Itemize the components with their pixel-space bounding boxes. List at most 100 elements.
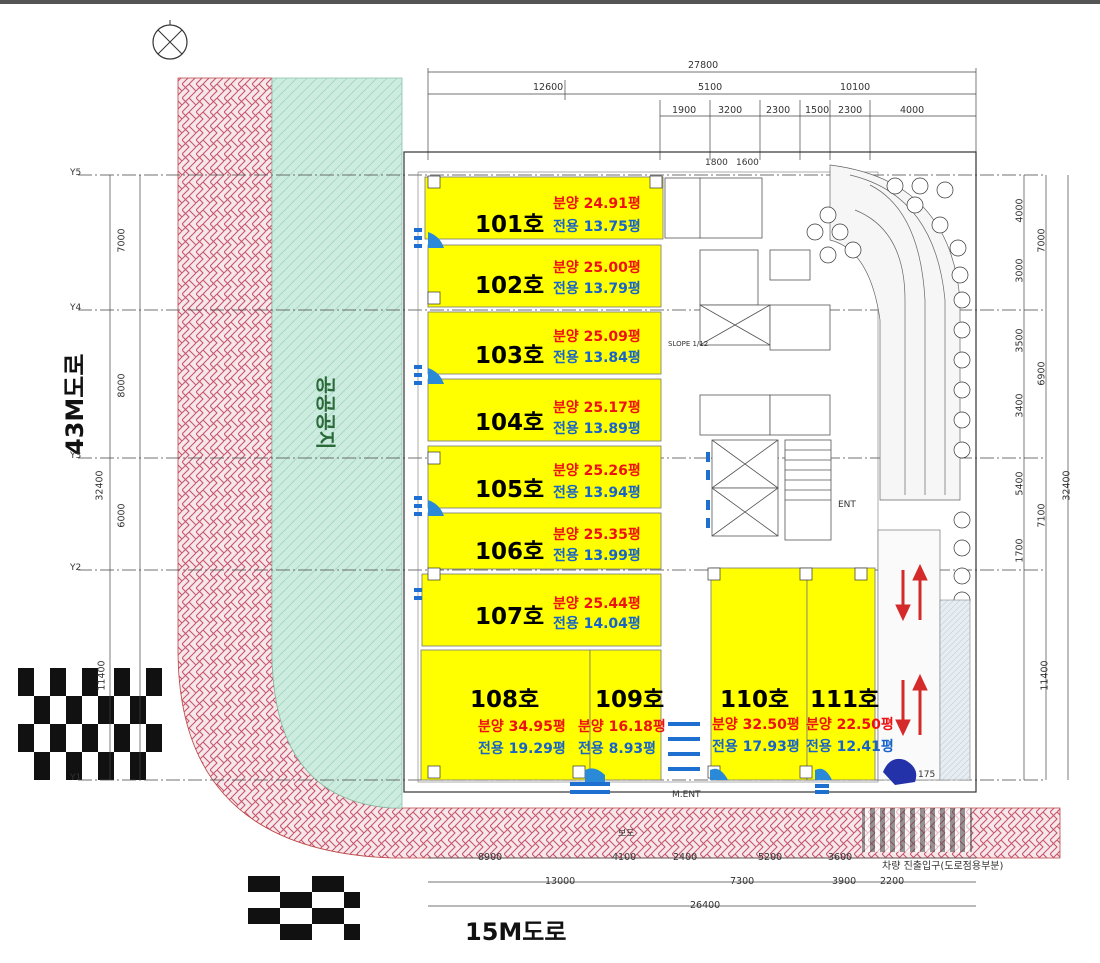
exclusive-area: 전용 13.79평	[553, 281, 641, 297]
tree-icons	[806, 177, 971, 609]
dim-bottom-r2-1: 13000	[545, 876, 576, 887]
sale-area: 분양 16.18평	[578, 719, 666, 735]
exclusive-area: 전용 14.04평	[553, 616, 641, 632]
exclusive-area: 전용 13.75평	[553, 219, 641, 235]
dim-top-2: 5100	[698, 82, 723, 93]
dim-left-3: 6000	[116, 503, 128, 528]
dim-left-1: 7000	[116, 228, 128, 253]
dim-bottom-total: 26400	[690, 900, 721, 911]
unit-number: 109호	[595, 687, 665, 713]
vehicle-entrance-area	[862, 808, 972, 852]
crosswalk-left	[18, 668, 168, 780]
dim-bottom-r2-2: 7300	[730, 876, 755, 887]
dim-right-inner-2: 3000	[1014, 258, 1026, 283]
dim-right-total: 32400	[1061, 470, 1073, 501]
dim-right-inner-1: 4000	[1014, 198, 1026, 223]
public-space-area	[271, 77, 403, 809]
dim-top-1: 12600	[533, 82, 564, 93]
slope-label: SLOPE 1/12	[668, 340, 709, 348]
dim-top-r2-1: 1900	[672, 105, 697, 116]
dim-top-r2-4: 1500	[805, 105, 830, 116]
exclusive-area: 전용 13.99평	[553, 548, 641, 564]
unit-number: 104호	[475, 410, 545, 436]
unit-blocks	[420, 176, 876, 781]
unit-number: 103호	[475, 343, 545, 369]
crosswalk-bottom	[248, 876, 360, 940]
landscape-ramp	[829, 164, 961, 501]
grid-y5: Y5	[70, 168, 82, 178]
vehicle-entrance-label: 차량 진출입구(도로점용부분)	[882, 861, 1004, 872]
dim-right-inner-7: 11400	[1039, 660, 1051, 691]
dim-top-r2-3: 2300	[766, 105, 791, 116]
core-area	[664, 177, 832, 541]
sale-area: 분양 24.91평	[553, 196, 641, 212]
public-space-label: 공공공지	[313, 375, 338, 450]
sidewalk-label: 보도	[618, 829, 635, 839]
north-arrow-icon	[152, 20, 188, 60]
unit-number: 105호	[475, 477, 545, 503]
direction-arrows	[895, 563, 928, 737]
dim-top-r2-6: 4000	[900, 105, 925, 116]
grid-y1: Y1	[70, 773, 82, 783]
exclusive-area: 전용 19.29평	[478, 741, 566, 757]
dim-top-r2-5: 2300	[838, 105, 863, 116]
exclusive-area: 전용 17.93평	[712, 739, 800, 755]
exclusive-area: 전용 13.84평	[553, 350, 641, 366]
dim-right-inner-6: 1700	[1014, 538, 1026, 563]
dim-bottom-1: 8900	[478, 852, 503, 863]
grid-y3: Y3	[70, 451, 82, 461]
dim-right-mid-2: 6900	[1036, 361, 1048, 386]
unit-number: 107호	[475, 604, 545, 630]
exclusive-area: 전용 12.41평	[806, 739, 894, 755]
dim-right-mid-1: 7000	[1036, 228, 1048, 253]
dim-right-inner-5: 5400	[1014, 471, 1026, 496]
sale-area: 분양 25.17평	[553, 400, 641, 416]
dim-right-inner-3: 3500	[1014, 328, 1026, 353]
dim-right-mid-3: 7100	[1036, 503, 1048, 528]
main-entrance-label: M.ENT	[672, 790, 701, 800]
road-label-left: 43M도로	[61, 353, 89, 455]
exclusive-area: 전용 8.93평	[578, 741, 657, 757]
dim-bottom-2: 4100	[612, 852, 637, 863]
building-outline	[403, 151, 977, 793]
road-label-bottom: 15M도로	[465, 918, 567, 946]
dim-right-inner-4: 3400	[1014, 393, 1026, 418]
exclusive-area: 전용 13.94평	[553, 485, 641, 501]
entrance-label: ENT	[838, 500, 856, 510]
dim-core-1: 1800	[705, 158, 728, 168]
dim-left-4: 11400	[96, 660, 108, 691]
dim-core-2: 1600	[736, 158, 759, 168]
exclusive-area: 전용 13.89평	[553, 421, 641, 437]
unit-number: 102호	[475, 273, 545, 299]
unit-number: 108호	[470, 687, 540, 713]
dim-left-total: 32400	[94, 470, 106, 501]
unit-number: 110호	[720, 687, 790, 713]
dim-top-r2-2: 3200	[718, 105, 743, 116]
dim-bottom-r2-3: 3900	[832, 876, 857, 887]
door-icons	[414, 228, 832, 794]
sale-area: 분양 32.50평	[712, 717, 800, 733]
sale-area: 분양 34.95평	[478, 719, 566, 735]
dim-bottom-5: 3600	[828, 852, 853, 863]
dim-bottom-r2-4: 2200	[880, 876, 905, 887]
unit-number: 106호	[475, 539, 545, 565]
unit-number: 101호	[475, 212, 545, 238]
dim-175-label: 175	[918, 770, 936, 780]
sale-area: 분양 25.35평	[553, 527, 641, 543]
sale-area: 분양 25.09평	[553, 329, 641, 345]
parking-strip	[939, 599, 971, 781]
unit-number: 111호	[810, 687, 880, 713]
accessible-parking-icon	[883, 758, 917, 785]
dim-bottom-3: 2400	[673, 852, 698, 863]
grid-y2: Y2	[70, 563, 82, 573]
dim-left-2: 8000	[116, 373, 128, 398]
grid-y4: Y4	[70, 303, 82, 313]
dim-top-total: 27800	[688, 60, 719, 71]
sale-area: 분양 22.50평	[806, 717, 894, 733]
parking-lane	[877, 529, 941, 781]
sale-area: 분양 25.26평	[553, 463, 641, 479]
dim-bottom-4: 5200	[758, 852, 783, 863]
sale-area: 분양 25.00평	[553, 260, 641, 276]
dim-top-3: 10100	[840, 82, 871, 93]
